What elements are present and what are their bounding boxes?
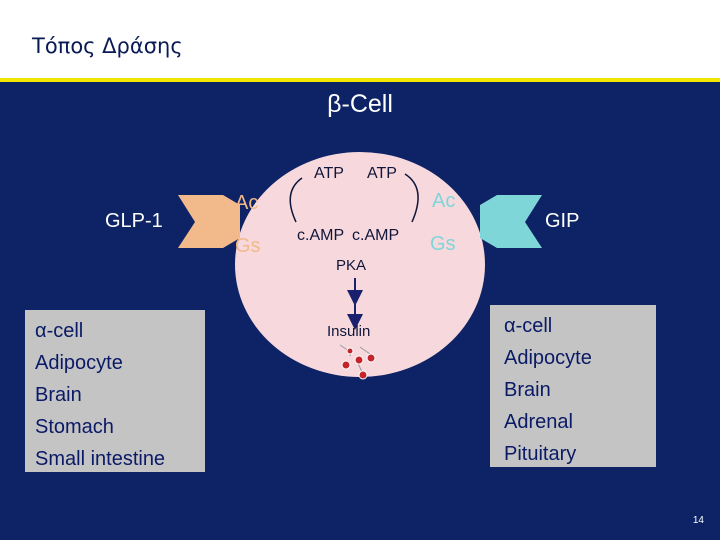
list-item: Brain xyxy=(35,384,82,406)
right-ac-label: Ac xyxy=(432,190,456,212)
atp-right-label: ATP xyxy=(367,165,397,182)
list-item: α-cell xyxy=(35,320,84,342)
left-ac-label: Ac xyxy=(235,192,259,214)
right-gs-label: Gs xyxy=(430,233,456,255)
beta-cell-body xyxy=(235,152,485,377)
glp1-target-box: α-cell Adipocyte Brain Stomach Small int… xyxy=(25,310,205,472)
camp-left-label: c.AMP xyxy=(297,227,345,244)
gip-receptor-shape xyxy=(480,195,542,248)
left-gs-label: Gs xyxy=(235,235,261,257)
slide-title: Τόπος Δράσης xyxy=(32,34,183,58)
camp-right-label: c.AMP xyxy=(352,227,400,244)
header-bar: Τόπος Δράσης xyxy=(0,0,720,78)
list-item: Small intestine xyxy=(35,448,166,470)
atp-left-label: ATP xyxy=(314,165,344,182)
list-item: Adipocyte xyxy=(35,352,123,374)
glp1-label: GLP-1 xyxy=(105,210,163,232)
gip-label: GIP xyxy=(545,210,580,232)
list-item: Pituitary xyxy=(504,443,577,465)
gip-target-box: α-cell Adipocyte Brain Adrenal Pituitary xyxy=(490,305,656,467)
list-item: Stomach xyxy=(35,416,114,438)
insulin-granules xyxy=(339,344,376,380)
beta-cell-title: β-Cell xyxy=(327,90,393,118)
list-item: α-cell xyxy=(504,315,553,337)
atp-left-arc xyxy=(289,177,303,223)
atp-right-arc xyxy=(404,173,419,223)
list-item: Adipocyte xyxy=(504,347,592,369)
pka-label: PKA xyxy=(336,257,367,274)
list-item: Adrenal xyxy=(504,411,573,433)
glp1-receptor-shape xyxy=(178,195,240,248)
list-item: Brain xyxy=(504,379,551,401)
title-underline xyxy=(0,78,720,82)
page-number: 14 xyxy=(692,515,704,526)
insulin-label: Insulin xyxy=(327,323,371,340)
